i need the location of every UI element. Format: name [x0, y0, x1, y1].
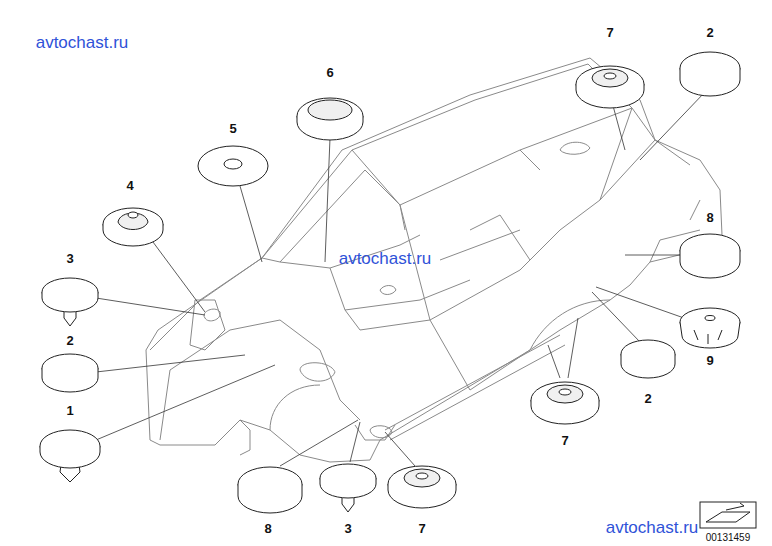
callout-number: 4: [126, 179, 133, 192]
watermark: avtochast.ru: [606, 519, 699, 536]
callout-number: 7: [606, 26, 613, 39]
callout-number: 8: [264, 522, 271, 535]
callout-number: 9: [706, 354, 713, 367]
callout-number: 7: [418, 522, 425, 535]
part-number: 00131459: [706, 533, 751, 543]
callout-number: 3: [344, 522, 351, 535]
watermark: avtochast.ru: [339, 250, 432, 267]
callout-number: 2: [644, 392, 651, 405]
callout-number: 8: [706, 211, 713, 224]
callout-number: 7: [561, 434, 568, 447]
callout-number: 2: [66, 334, 73, 347]
callout-number: 2: [706, 26, 713, 39]
callout-number: 6: [326, 66, 333, 79]
callout-number: 1: [66, 404, 73, 417]
watermark: avtochast.ru: [36, 34, 129, 51]
callout-number: 3: [66, 252, 73, 265]
callout-number: 5: [229, 122, 236, 135]
